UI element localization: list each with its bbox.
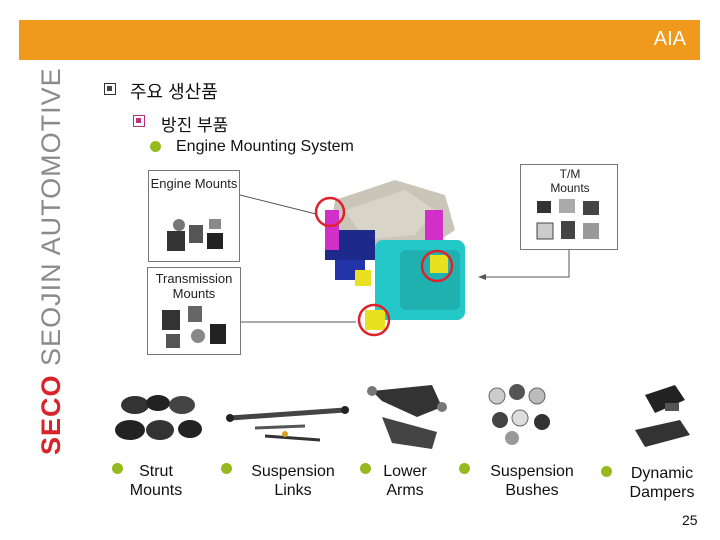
brand-name-seojin: SEOJIN AUTOMOTIVE [36,67,66,366]
brand-name-seco: SECO [36,374,66,455]
product-label-dynamic-dampers: Dynamic Dampers [629,465,695,501]
product-label-lower-arms: Lower Arms [383,463,427,499]
header-title: AIA [653,28,686,50]
heading-main-products: 주요 생산품 [130,82,218,102]
engine-assembly-image [314,180,465,337]
product-label-strut-mounts: Strut Mounts [129,463,183,499]
tm-mounts-caption: T/M Mounts [550,167,590,195]
suspension-bushes-image [488,384,550,445]
bullet-dot-icon [360,463,371,474]
heading-anti-vibration-parts: 방진 부품 [161,116,229,135]
section-square-icon [104,83,116,95]
dynamic-dampers-image [635,385,690,447]
engine-mounts-caption: Engine Mounts [150,176,238,191]
bullet-dot-icon [221,463,232,474]
bullet-dot-icon [459,463,470,474]
heading-engine-mounting-system: Engine Mounting System [176,138,354,155]
suspension-links-image [226,406,349,442]
product-label-suspension-links: Suspension Links [251,463,335,499]
brand-logo: SECO SEOJIN AUTOMOTIVE [36,67,67,455]
transmission-mount-parts-image [162,306,226,348]
subsection-square-icon [133,115,145,127]
lower-arms-image [367,385,447,449]
tm-mounts-panel: T/M Mounts [520,164,618,250]
bullet-dot-icon [150,141,161,152]
bullet-dot-icon [601,466,612,477]
engine-mount-parts-image [167,219,223,251]
header-bar: AIA [19,20,700,60]
engine-mounts-panel: Engine Mounts [148,170,240,262]
tm-mount-parts-image [536,199,599,240]
bullet-dot-icon [112,463,123,474]
transmission-mounts-caption: Transmission Mounts [155,271,233,301]
transmission-mounts-panel: Transmission Mounts [147,267,241,355]
page-number: 25 [682,512,698,528]
strut-mounts-image [115,395,202,440]
product-label-suspension-bushes: Suspension Bushes [490,463,574,499]
